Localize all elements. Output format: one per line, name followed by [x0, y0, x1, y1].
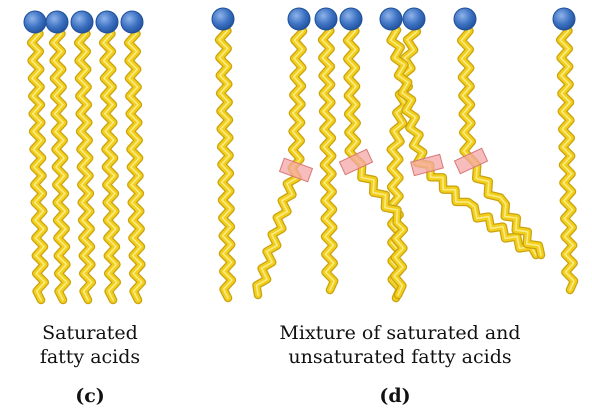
polar-head-icon — [552, 7, 576, 31]
polar-head-icon — [339, 7, 363, 31]
saturated-chain — [95, 10, 122, 305]
caption-line: Mixture of saturated and — [279, 322, 521, 344]
saturated-chain — [120, 10, 147, 305]
caption-saturated: Saturated fatty acids — [10, 321, 170, 369]
saturated-chain — [70, 10, 97, 305]
polar-head-icon — [453, 7, 477, 31]
polar-head-icon — [402, 7, 426, 31]
panel-label-c: (c) — [75, 385, 105, 407]
polar-head-icon — [45, 10, 69, 34]
polar-head-icon — [314, 7, 338, 31]
unsaturated-chain — [453, 7, 546, 260]
polar-head-icon — [211, 7, 235, 31]
caption-line: fatty acids — [39, 346, 141, 368]
polar-head-icon — [70, 10, 94, 34]
panel-d-mixture — [211, 7, 579, 303]
double-bond-marker — [410, 153, 444, 177]
caption-line: unsaturated fatty acids — [288, 346, 512, 368]
double-bond-marker — [338, 148, 374, 176]
saturated-chain — [45, 10, 72, 305]
unsaturated-chain — [252, 7, 311, 300]
double-bond-marker — [278, 157, 314, 183]
polar-head-icon — [287, 7, 311, 31]
saturated-chain — [211, 7, 237, 303]
caption-mixture: Mixture of saturated and unsaturated fat… — [250, 321, 550, 369]
caption-line: Saturated — [42, 322, 138, 344]
panel-label-d: (d) — [379, 385, 411, 407]
polar-head-icon — [23, 10, 47, 34]
polar-head-icon — [379, 7, 403, 31]
polar-head-icon — [95, 10, 119, 34]
saturated-chain — [23, 10, 50, 305]
double-bond-marker — [453, 147, 489, 175]
saturated-chain — [552, 7, 579, 295]
polar-head-icon — [120, 10, 144, 34]
panel-c-saturated — [23, 10, 147, 305]
saturated-chain — [314, 7, 339, 295]
